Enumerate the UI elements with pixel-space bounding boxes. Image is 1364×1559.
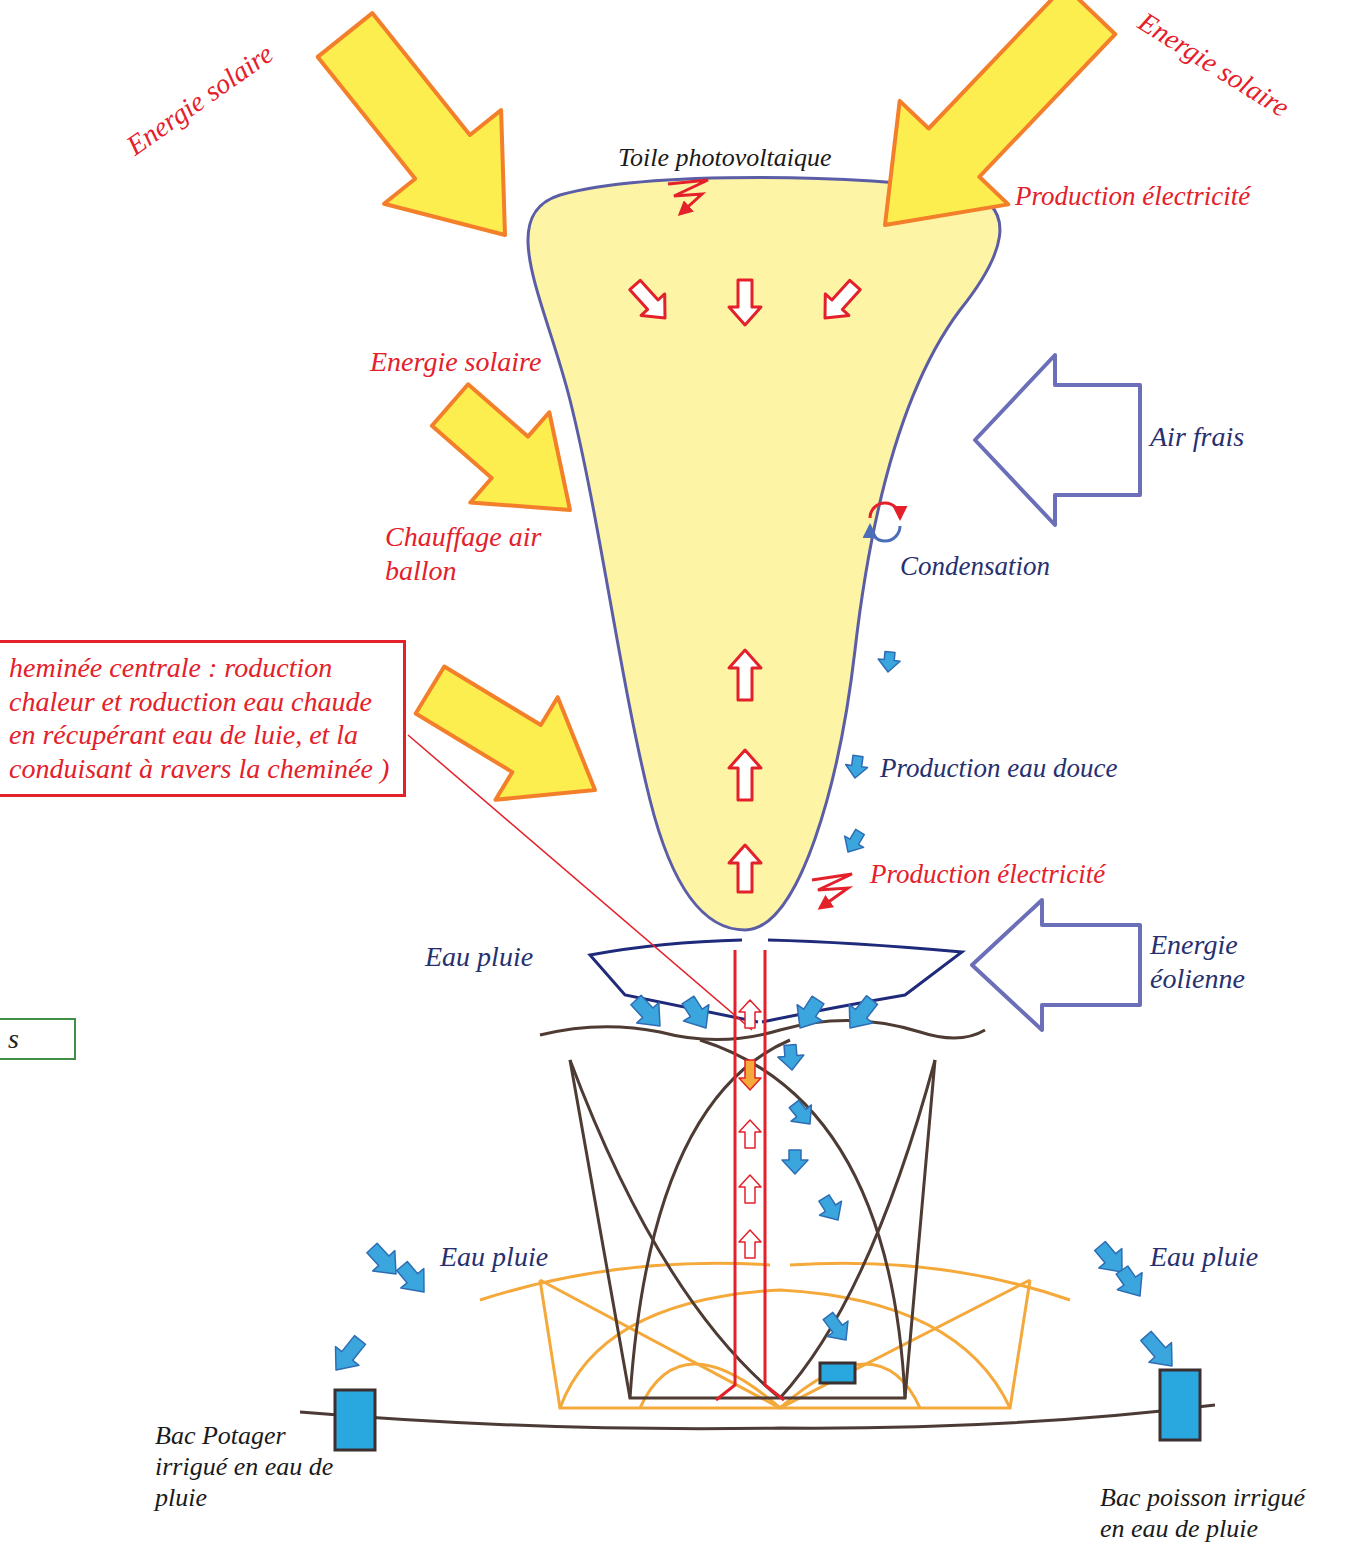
water-arrow (845, 829, 865, 852)
water-arrow (1095, 1242, 1122, 1273)
water-arrow (631, 995, 660, 1026)
heat-arrow (739, 1175, 761, 1203)
part-label: Toile photovoltaique (618, 142, 832, 173)
condensation-symbol (870, 503, 900, 518)
water-arrow (782, 1150, 808, 1174)
output-label: Production électricité (1015, 180, 1250, 212)
water-arrow (682, 996, 709, 1028)
condensation-symbol (870, 526, 900, 541)
solar-arrow (318, 13, 505, 235)
note-text: heminée centrale : roduction chaleur et … (9, 651, 395, 785)
solar-arrow (416, 667, 595, 800)
tank-label: Bac poisson irrigué en eau de pluie (1100, 1482, 1315, 1544)
solar-arrow (432, 384, 570, 510)
energy-label: Energie éolienne (1150, 928, 1290, 995)
garden-tank (335, 1390, 375, 1450)
air-arrow (972, 900, 1140, 1030)
heat-arrow (739, 1120, 761, 1148)
heat-arrow (630, 280, 665, 318)
electricity-symbol (812, 874, 852, 908)
tank-label: Bac Potager irrigué en eau de pluie (155, 1420, 335, 1514)
heat-arrow (729, 845, 761, 892)
lower-structure (480, 1263, 1070, 1408)
water-label: Eau pluie (425, 940, 533, 974)
note-box: s (0, 1018, 76, 1060)
energy-label: Energie solaire (120, 37, 280, 163)
water-tank (820, 1363, 855, 1383)
note-box: heminée centrale : roduction chaleur et … (0, 640, 406, 797)
heat-arrow (729, 750, 761, 800)
water-arrow (397, 1262, 424, 1293)
fish-tank (1160, 1370, 1200, 1440)
upper-structure (540, 1020, 985, 1398)
output-label: Production électricité (870, 858, 1105, 890)
water-arrow (849, 996, 877, 1028)
water-label: Eau pluie (1150, 1240, 1258, 1274)
water-arrow (846, 755, 868, 778)
energy-label: Energie solaire (1132, 5, 1295, 124)
input-label: Air frais (1150, 420, 1244, 454)
water-arrow (797, 996, 824, 1028)
heat-arrow (729, 280, 761, 325)
process-label: Chauffage air ballon (385, 520, 570, 587)
water-arrow (789, 1100, 811, 1124)
water-arrow (778, 1045, 804, 1071)
water-arrow (367, 1243, 396, 1274)
water-label: Eau pluie (440, 1240, 548, 1274)
water-arrow (1141, 1331, 1172, 1366)
electricity-symbol (668, 180, 708, 214)
heat-arrow (739, 1000, 761, 1028)
central-chimney (716, 950, 784, 1400)
water-arrow (336, 1336, 366, 1370)
heat-arrow (739, 1230, 761, 1258)
water-arrow (1116, 1266, 1142, 1296)
heat-arrow (825, 280, 860, 318)
energy-label: Energie solaire (370, 345, 541, 379)
water-arrow (878, 652, 900, 673)
water-arrow (819, 1195, 842, 1220)
hot-water-arrow (739, 1060, 761, 1090)
air-arrow (975, 355, 1140, 525)
water-arrow (823, 1312, 848, 1340)
process-label: Condensation (900, 550, 1050, 582)
heat-arrow (729, 650, 761, 700)
output-label: Production eau douce (880, 752, 1117, 784)
note-text: s (8, 1022, 72, 1056)
